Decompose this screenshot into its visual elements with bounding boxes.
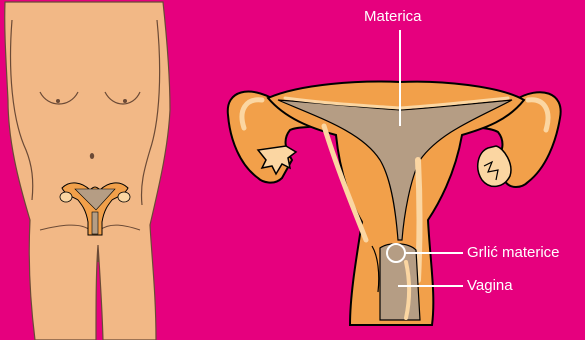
body-figure (5, 2, 170, 340)
vagina-label: Vagina (467, 277, 513, 294)
cervix-label: Grlić materice (467, 244, 560, 261)
right-nipple (123, 99, 127, 103)
vaginal-canal (380, 244, 420, 320)
uterus-highlight-right (418, 160, 420, 280)
uterus-label: Materica (364, 8, 422, 25)
left-nipple (56, 99, 60, 103)
navel (90, 153, 94, 159)
body-silhouette (5, 2, 170, 340)
